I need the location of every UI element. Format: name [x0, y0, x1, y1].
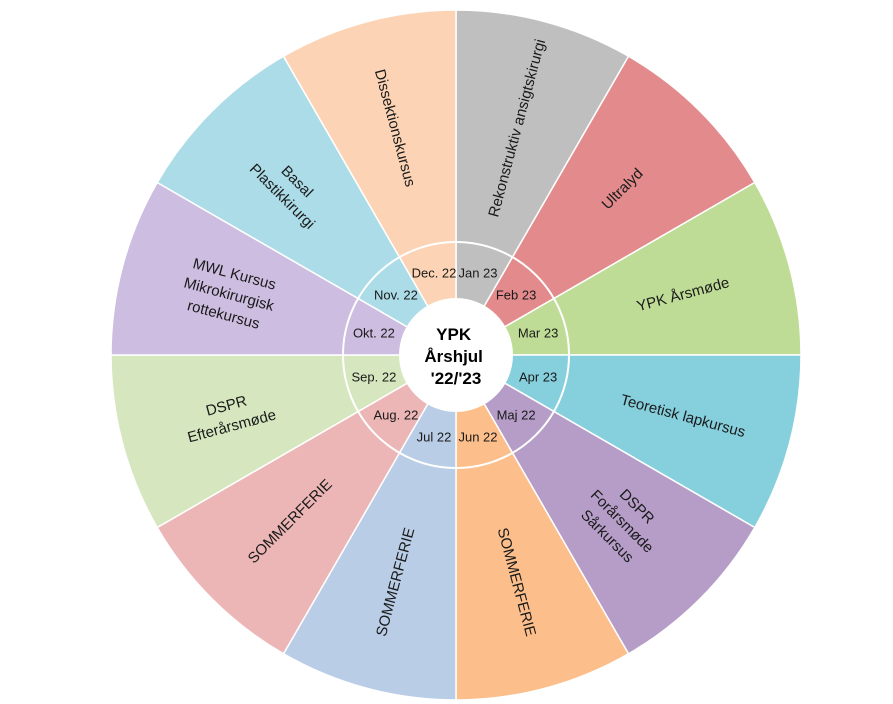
segment-4: [453, 352, 756, 655]
month-label: Jun 22: [458, 430, 497, 445]
segment-9: [110, 181, 459, 356]
segment-10: [156, 55, 459, 358]
center-title: YPK Årshjul '22/'23: [424, 325, 487, 388]
month-label: Sep. 22: [351, 370, 396, 385]
month-label: Apr 23: [519, 370, 557, 385]
segment-11: [282, 9, 457, 358]
month-label: Mar 23: [518, 326, 558, 341]
month-label: Dec. 22: [412, 265, 457, 280]
center-title-line-1: YPK: [436, 325, 472, 344]
inner-ring-outline: [342, 241, 570, 469]
segment-3: [453, 354, 802, 529]
center-hub: [399, 298, 513, 412]
month-label: Jul 22: [417, 430, 452, 445]
segment-0: [455, 9, 630, 358]
segments-layer: [110, 9, 802, 701]
segment-8: [110, 354, 459, 529]
segment-1: [453, 55, 756, 358]
segment-2: [453, 181, 802, 356]
segment-5: [455, 352, 630, 701]
segment-6: [282, 352, 457, 701]
center-title-line-2: Årshjul: [424, 347, 483, 366]
month-ring: [342, 241, 570, 469]
month-label: Maj 22: [497, 408, 536, 423]
center-title-line-3: '22/'23: [431, 369, 482, 388]
month-label: Feb 23: [496, 287, 536, 302]
month-label: Nov. 22: [374, 287, 418, 302]
segment-7: [156, 352, 459, 655]
month-label: Aug. 22: [373, 408, 418, 423]
month-label: Jan 23: [458, 265, 497, 280]
month-label: Okt. 22: [353, 326, 395, 341]
